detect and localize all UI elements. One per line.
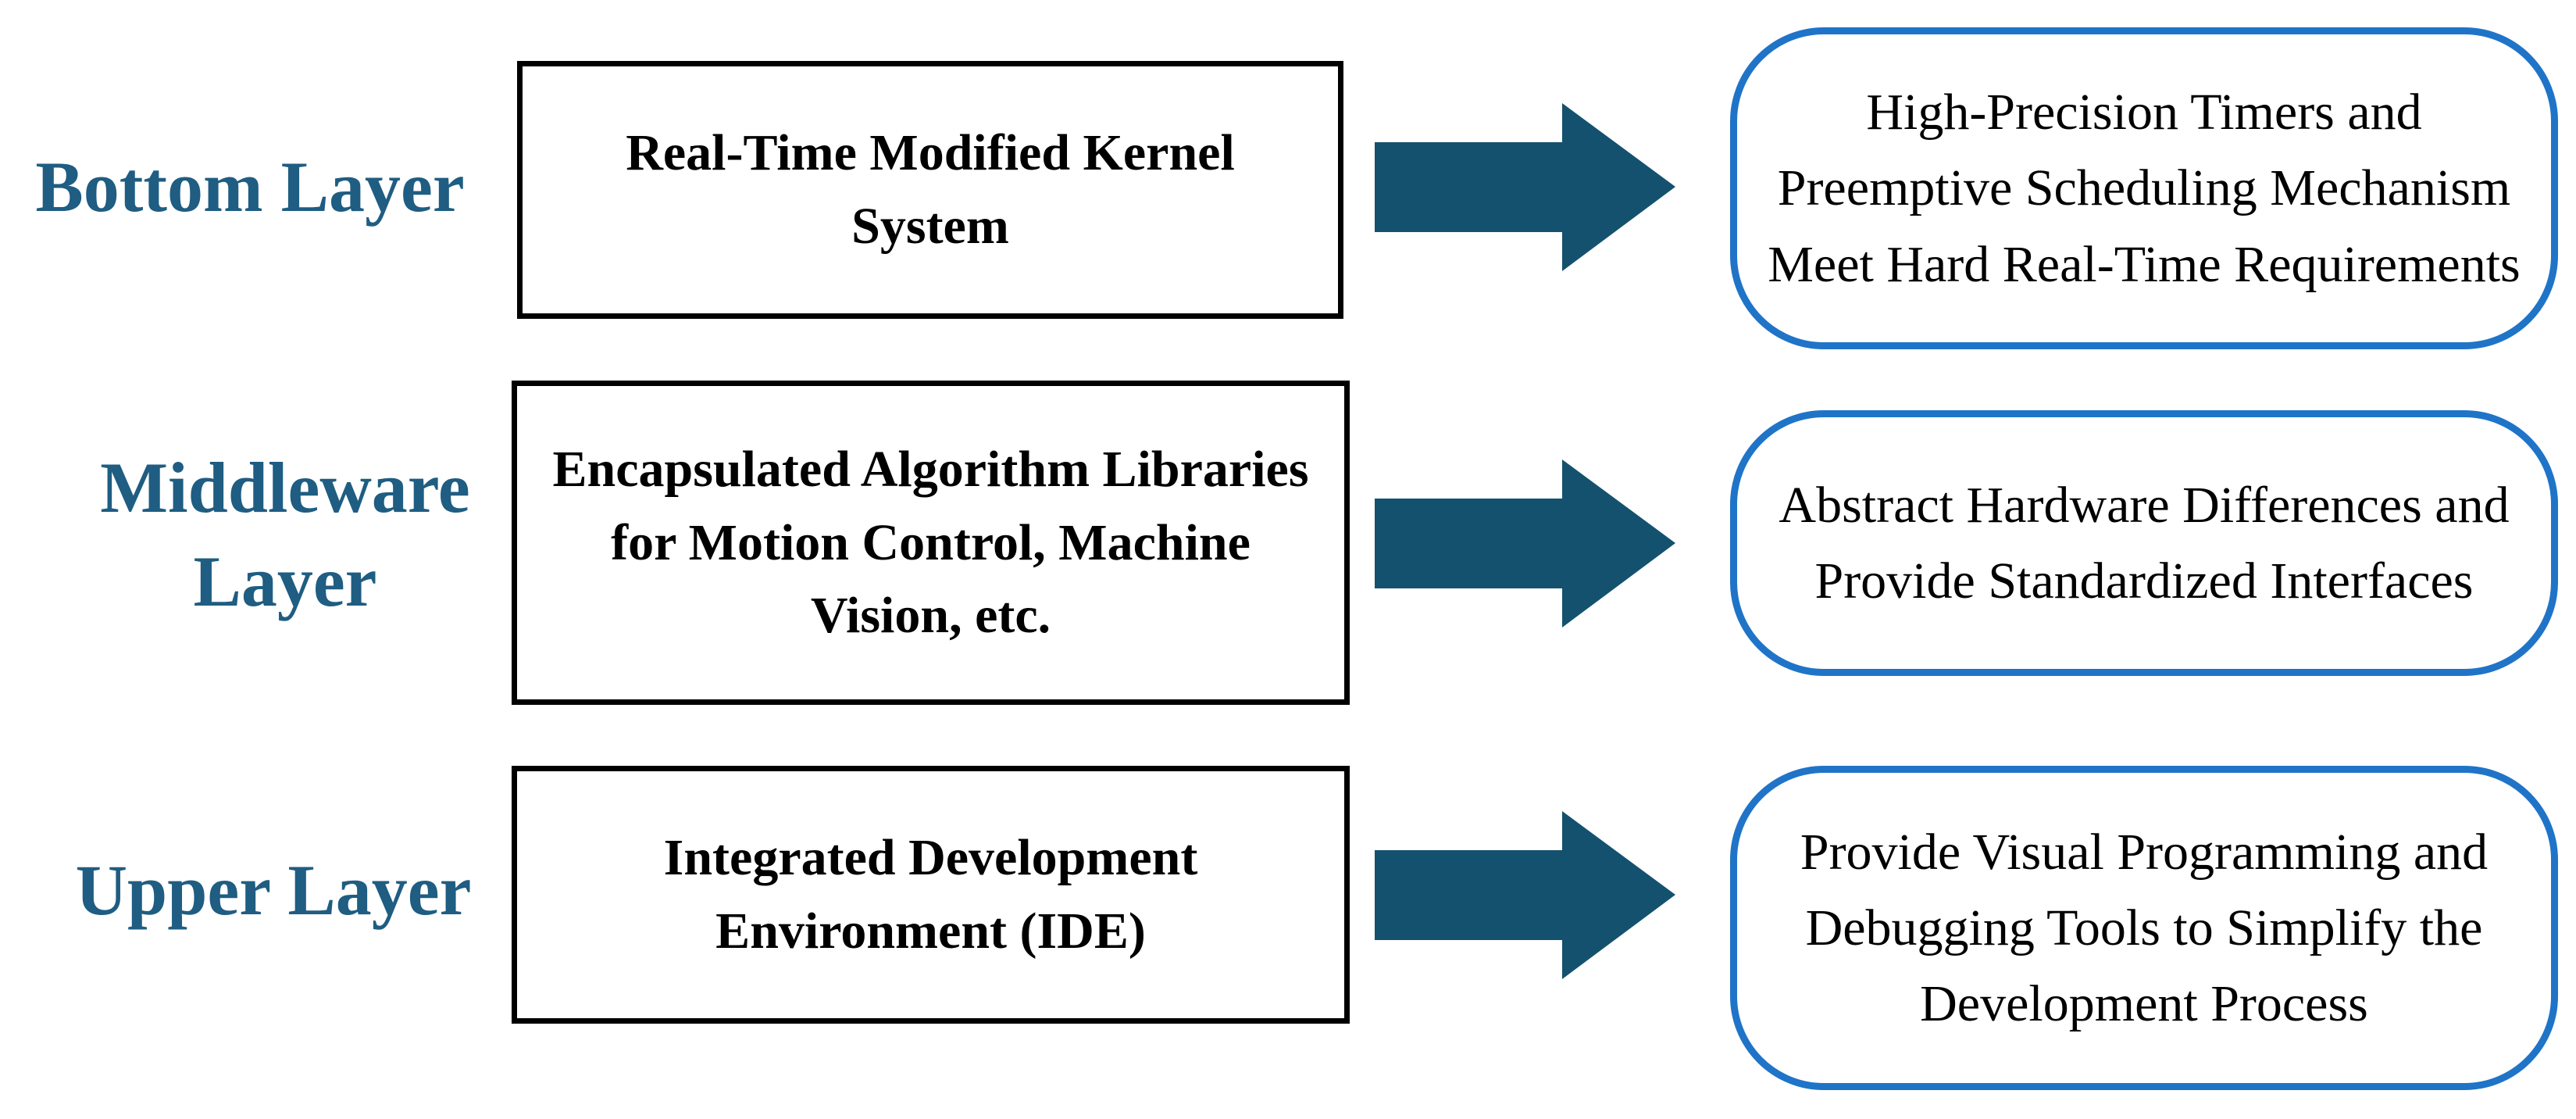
middleware-layer-arrow-icon xyxy=(1375,459,1675,627)
middleware-layer-component-box: Encapsulated Algorithm Libraries for Mot… xyxy=(512,381,1350,705)
bottom-layer-component-box: Real-Time Modified Kernel System xyxy=(517,61,1343,319)
upper-layer-component-box: Integrated Development Environment (IDE) xyxy=(512,766,1350,1024)
bottom-layer-label: Bottom Layer xyxy=(35,147,465,227)
upper-layer-arrow-icon xyxy=(1375,811,1675,979)
middleware-layer-description-box: Abstract Hardware Differences and Provid… xyxy=(1730,410,2558,676)
bottom-layer-arrow-icon xyxy=(1375,103,1675,271)
middleware-layer-label: Middleware Layer xyxy=(100,448,470,621)
upper-layer-label: Upper Layer xyxy=(75,850,472,931)
bottom-layer-description-box: High-Precision Timers and Preemptive Sch… xyxy=(1730,27,2558,349)
middleware-layer-description-text: Abstract Hardware Differences and Provid… xyxy=(1779,476,2510,610)
upper-layer-description-box: Provide Visual Programming and Debugging… xyxy=(1730,766,2558,1090)
middleware-layer-component-text: Encapsulated Algorithm Libraries for Mot… xyxy=(552,440,1309,645)
upper-layer-description-text: Provide Visual Programming and Debugging… xyxy=(1800,823,2489,1032)
upper-layer-component-text: Integrated Development Environment (IDE) xyxy=(663,829,1198,960)
bottom-layer-description-text: High-Precision Timers and Preemptive Sch… xyxy=(1768,84,2521,293)
bottom-layer-component-text: Real-Time Modified Kernel System xyxy=(626,124,1235,255)
